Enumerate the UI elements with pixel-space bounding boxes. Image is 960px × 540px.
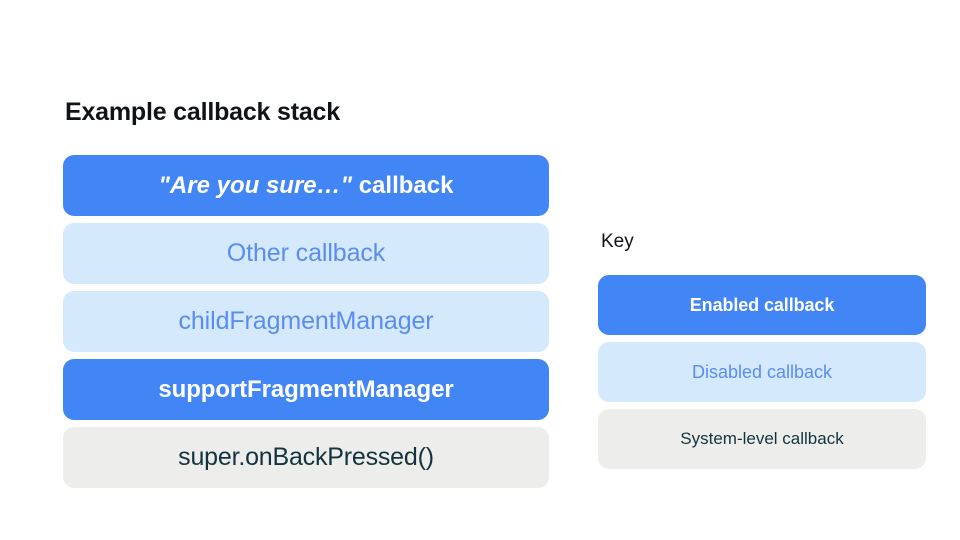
stack-card-super-on-back-pressed[interactable]: super.onBackPressed() [63,427,549,488]
stack-card-child-fragment-manager[interactable]: childFragmentManager [63,291,549,352]
key-legend-section: Key Enabled callback Disabled callback S… [598,232,926,469]
stack-card-are-you-sure[interactable]: "Are you sure…" callback [63,155,549,216]
key-title: Key [601,231,634,252]
stack-card-label: super.onBackPressed() [178,443,434,471]
key-item-system-level-callback: System-level callback [598,409,926,469]
stack-card-other-callback[interactable]: Other callback [63,223,549,284]
stack-card-label: childFragmentManager [178,307,434,335]
stack-card-label-plain: callback [352,171,454,199]
callback-stack-section: Example callback stack "Are you sure…" c… [63,100,549,488]
page-title: Example callback stack [65,98,340,126]
key-item-disabled-callback: Disabled callback [598,342,926,402]
stack-card-label-quoted: "Are you sure…" [158,171,353,199]
key-item-label: Enabled callback [689,294,835,315]
key-item-enabled-callback: Enabled callback [598,275,926,335]
stack-card-label: supportFragmentManager [158,375,454,403]
stack-card-label: Other callback [226,239,386,267]
stack-card-support-fragment-manager[interactable]: supportFragmentManager [63,359,549,420]
stack-card-label: "Are you sure…" callback [159,172,454,200]
key-item-label: Disabled callback [691,361,833,382]
key-item-label: System-level callback [680,429,844,448]
